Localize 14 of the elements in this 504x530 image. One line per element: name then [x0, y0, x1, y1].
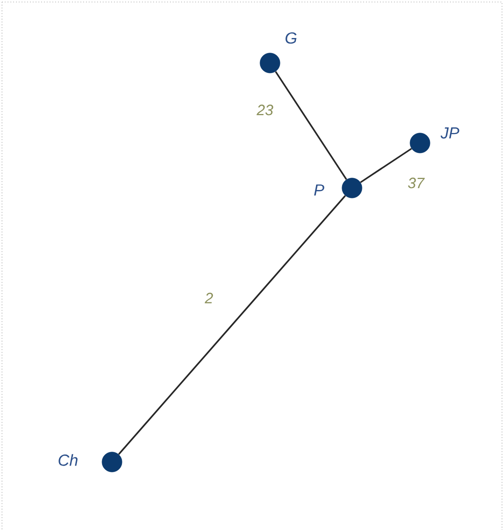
edge-label: 37 — [408, 178, 425, 188]
node-label: G — [286, 32, 297, 44]
line — [274, 71, 348, 180]
edge-label: 23 — [256, 104, 274, 116]
line — [360, 148, 412, 184]
node-label: Ch — [58, 454, 78, 466]
node-label: JP — [440, 127, 460, 139]
dot — [342, 178, 362, 198]
line — [118, 195, 346, 455]
node-label: P — [314, 184, 324, 196]
edge-label: 2 — [204, 292, 213, 304]
dot — [410, 132, 430, 154]
dot — [260, 52, 280, 74]
dot — [102, 452, 122, 472]
